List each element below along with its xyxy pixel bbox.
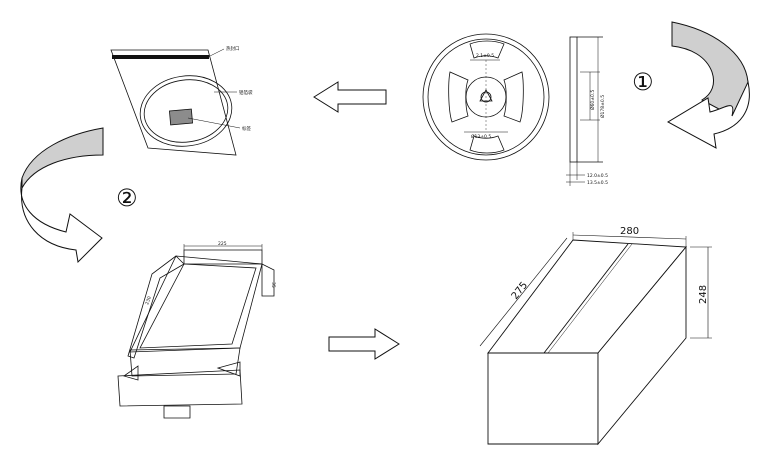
reel-side-view — [566, 36, 603, 186]
reel-dim-hub: Ø178±0.5 — [599, 95, 606, 118]
foil-bag — [110, 48, 241, 156]
right-arrow — [328, 328, 400, 360]
reel-dim-side-b: 13.5±0.5 — [587, 180, 608, 186]
open-box-dim-side: 35 — [270, 282, 276, 288]
open-box-dim-top: 225 — [218, 241, 227, 247]
closed-box — [479, 232, 712, 446]
reel-dim-core-b: 2.1±0.5 — [476, 53, 494, 59]
reel-dim-side-a: 12.0±0.5 — [587, 173, 608, 179]
closed-box-dim-length: 275 — [510, 280, 530, 302]
bag-label-tag: 标签 — [242, 125, 251, 132]
reel-dim-height: Ø60±0.5 — [589, 90, 596, 110]
left-arrow — [313, 81, 387, 113]
closed-box-dim-width: 280 — [620, 226, 639, 237]
open-box-dim-length: 230 — [144, 295, 153, 305]
reel-dim-core-a: Ø13±0.5 — [471, 133, 491, 140]
curved-arrow-step2 — [20, 127, 104, 264]
curved-arrow-step1 — [666, 21, 750, 149]
step-2-number: ② — [116, 184, 138, 212]
step-1-number: ① — [632, 68, 654, 96]
bag-label-bag: 铝箔袋 — [239, 89, 253, 96]
open-box — [117, 244, 275, 419]
reel-front-view — [422, 33, 550, 161]
closed-box-dim-height: 248 — [698, 285, 709, 304]
bag-label-seal: 热封口 — [226, 45, 240, 52]
